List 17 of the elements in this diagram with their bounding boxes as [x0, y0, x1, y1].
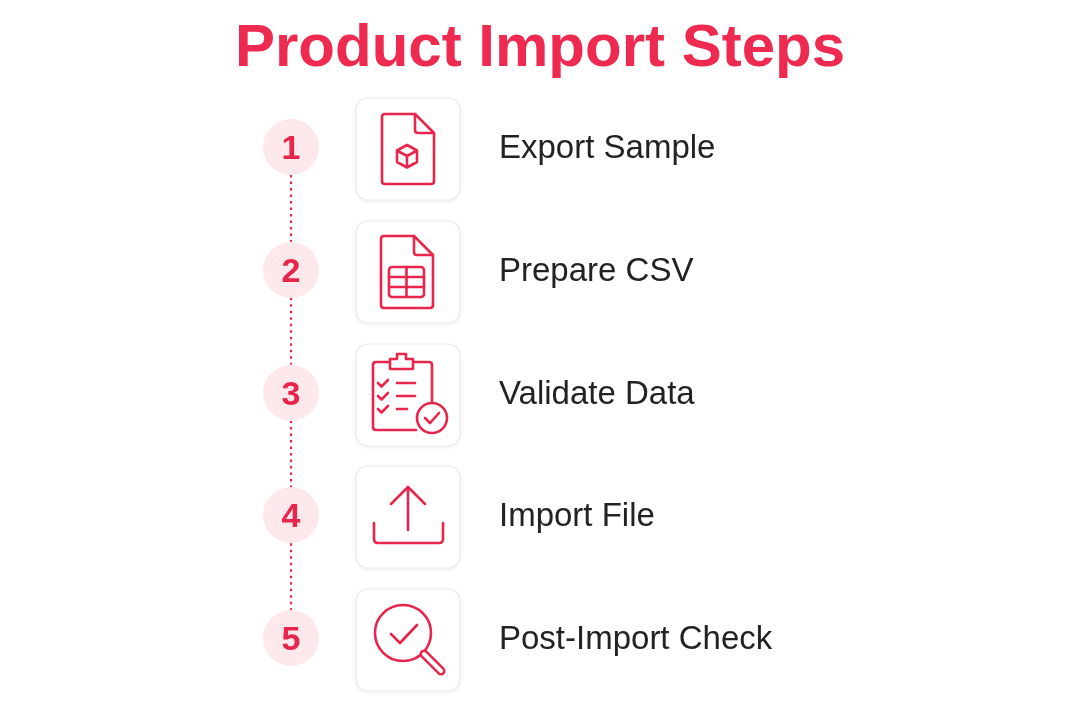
dotted-connector	[289, 543, 293, 610]
step-number: 3	[281, 375, 301, 410]
title: Product Import Steps	[234, 13, 846, 79]
step-number: 1	[281, 130, 301, 164]
step-number: 2	[281, 252, 301, 287]
step-number-circle	[263, 119, 319, 175]
step-number: 4	[281, 498, 301, 533]
step-label: Post-Import Check	[499, 619, 773, 657]
dotted-connector	[289, 297, 293, 365]
step-number: 5	[281, 621, 301, 655]
step-label: Import File	[499, 496, 655, 535]
step-number-circle	[263, 610, 319, 666]
dotted-connector	[289, 175, 293, 242]
step-label: Prepare CSV	[499, 250, 694, 289]
step-label: Validate Data	[499, 373, 695, 412]
step-label: Export Sample	[499, 128, 716, 166]
dotted-connector	[289, 420, 293, 488]
